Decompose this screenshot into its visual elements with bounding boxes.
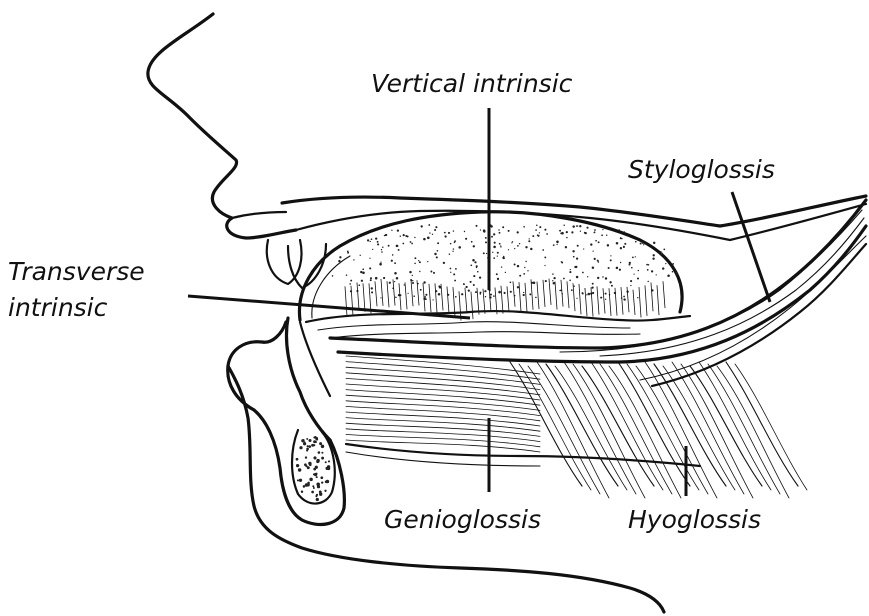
leader-styloglossis (732, 192, 770, 302)
label-transverse-line1: Transverse (8, 257, 145, 286)
label-vertical-intrinsic: Vertical intrinsic (371, 69, 573, 98)
mandible-marrow-dots (296, 436, 331, 501)
label-hyoglossis: Hyoglossis (628, 505, 761, 534)
labels: Vertical intrinsic Styloglossis Transver… (8, 69, 775, 534)
genioglossis-muscle-fan (346, 356, 540, 452)
transverse-intrinsic-band (306, 311, 690, 338)
mandible (228, 318, 345, 524)
label-styloglossis: Styloglossis (628, 155, 775, 184)
face-profile (148, 14, 296, 238)
leader-transverse-intrinsic (188, 296, 470, 318)
label-transverse-line2: intrinsic (8, 293, 108, 322)
hyoglossis-muscle-fibres (510, 362, 807, 498)
chin-neck-outline (228, 366, 664, 612)
label-genioglossis: Genioglossis (384, 505, 541, 534)
styloglossis-muscle-bundle (330, 200, 866, 386)
